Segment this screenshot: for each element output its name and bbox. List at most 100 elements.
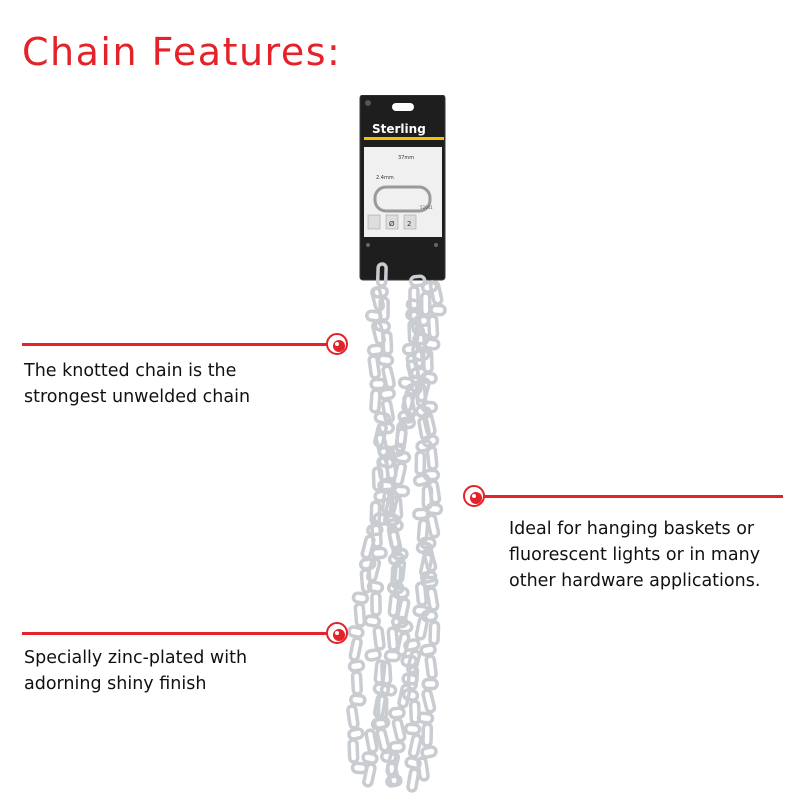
chain-link xyxy=(383,649,402,663)
page-title: Chain Features: xyxy=(22,30,342,74)
red-target-marker-icon xyxy=(326,622,348,644)
callout-line-2 xyxy=(478,495,783,498)
card-length-label: 37mm xyxy=(398,155,414,161)
card-code: 52041 xyxy=(420,205,433,210)
chain-link xyxy=(391,717,407,743)
chain-link xyxy=(415,377,431,403)
card-metres-label: 2 xyxy=(407,220,411,228)
chain-link xyxy=(406,649,422,675)
knotted-chain xyxy=(346,262,447,793)
chain-link xyxy=(405,298,424,312)
chain-link xyxy=(403,638,421,652)
chain-link xyxy=(412,604,430,618)
chain-link xyxy=(369,388,382,414)
chain-link xyxy=(421,722,434,748)
chain-link xyxy=(388,740,406,754)
chain-link xyxy=(349,693,367,707)
chain-link xyxy=(390,615,409,629)
chain-link xyxy=(346,704,360,730)
chain-link xyxy=(408,699,422,725)
chain-link xyxy=(385,774,403,788)
chain-link xyxy=(421,677,439,691)
chain-link xyxy=(419,570,438,584)
chain-link xyxy=(392,484,411,498)
red-target-marker-icon xyxy=(326,333,348,355)
chain-link xyxy=(348,636,363,662)
chain-link xyxy=(388,706,406,720)
chain-link xyxy=(347,738,360,764)
chain-link xyxy=(414,450,427,476)
brand-logo: Sterling xyxy=(372,122,426,136)
chain-link xyxy=(419,643,437,657)
chain-link xyxy=(422,468,441,482)
chain-link xyxy=(414,615,430,641)
card-diameter-label: Ø xyxy=(389,220,395,228)
packaging-card: Sterling 37mm 2.4mm Ø 2 52041 xyxy=(359,95,446,281)
chain-link xyxy=(418,552,434,578)
chain-link xyxy=(370,546,388,560)
chain-link xyxy=(364,648,382,662)
chain-link xyxy=(361,751,379,765)
chain-link xyxy=(369,377,387,391)
chain-link xyxy=(398,416,416,430)
chain-link xyxy=(377,445,396,459)
card-width-label: 2.4mm xyxy=(376,175,394,181)
chain-link xyxy=(372,625,386,651)
chain-link xyxy=(412,332,430,346)
callout-line-3 xyxy=(22,632,332,635)
chain-link xyxy=(353,602,367,628)
chain-link xyxy=(347,659,366,673)
feature-line: adorning shiny finish xyxy=(24,674,207,694)
chain-link xyxy=(409,366,428,380)
chain-link xyxy=(408,285,420,311)
chain-link xyxy=(367,354,381,380)
feature-text-finish: Specially zinc-plated with adorning shin… xyxy=(24,645,247,697)
feature-text-applications: Ideal for hanging baskets or fluorescent… xyxy=(509,516,760,594)
chain-link xyxy=(403,722,422,736)
feature-line: Specially zinc-plated with xyxy=(24,648,248,668)
chain-link xyxy=(406,767,421,793)
chain-link xyxy=(420,400,439,414)
chain-link xyxy=(401,672,419,686)
feature-line: Ideal for hanging baskets or xyxy=(509,519,755,539)
chain-link xyxy=(407,733,423,759)
feature-line: The knotted chain is the xyxy=(24,361,237,381)
chain-link xyxy=(425,502,444,516)
chain-link xyxy=(408,309,423,335)
chain-link xyxy=(362,762,377,788)
chain-link xyxy=(387,592,401,618)
chain-link xyxy=(393,450,412,464)
chain-link xyxy=(347,625,365,639)
chain-link xyxy=(397,683,412,709)
chain-link xyxy=(373,422,388,448)
chain-link xyxy=(386,626,400,652)
chain-link xyxy=(351,591,370,605)
chain-link xyxy=(420,745,438,759)
chain-link xyxy=(421,688,437,714)
chain-link xyxy=(428,280,444,306)
chain-link xyxy=(428,620,441,646)
callout-line-1 xyxy=(22,343,332,346)
chain-link xyxy=(370,717,389,731)
chain-link xyxy=(416,756,430,782)
chain-link xyxy=(377,479,395,493)
feature-line: other hardware applications. xyxy=(509,571,761,591)
chain-link xyxy=(350,670,364,696)
feature-text-strength: The knotted chain is the strongest unwel… xyxy=(24,358,250,410)
chain-link xyxy=(385,751,401,777)
feature-line: fluorescent lights or in many xyxy=(509,545,761,565)
chain-link xyxy=(347,727,365,741)
chain-link xyxy=(366,580,385,594)
chain-link xyxy=(427,479,442,505)
chain-link xyxy=(378,387,396,401)
chain-link xyxy=(392,461,408,487)
chain-link xyxy=(370,286,386,312)
chain-link xyxy=(412,507,430,521)
chain-link xyxy=(402,393,417,419)
chain-link xyxy=(408,274,427,288)
chain-link xyxy=(363,614,382,628)
chain-link xyxy=(425,513,441,539)
chain-link xyxy=(425,445,439,471)
chain-link xyxy=(366,343,385,357)
chain-link xyxy=(425,586,440,612)
